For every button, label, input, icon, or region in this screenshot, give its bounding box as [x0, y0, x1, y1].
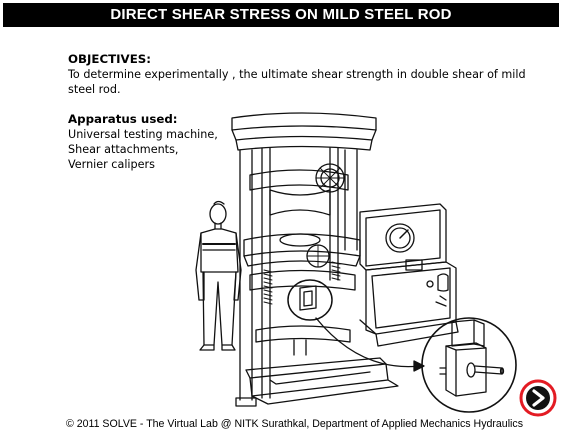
utm-machine	[232, 113, 398, 406]
footer-copyright: © 2011 SOLVE - The Virtual Lab @ NITK Su…	[0, 418, 564, 430]
next-button[interactable]	[518, 378, 558, 418]
person-illustration	[196, 202, 241, 351]
shear-attachment-detail	[422, 318, 516, 412]
zoom-arrow	[316, 318, 420, 367]
next-button-disc	[526, 386, 550, 410]
